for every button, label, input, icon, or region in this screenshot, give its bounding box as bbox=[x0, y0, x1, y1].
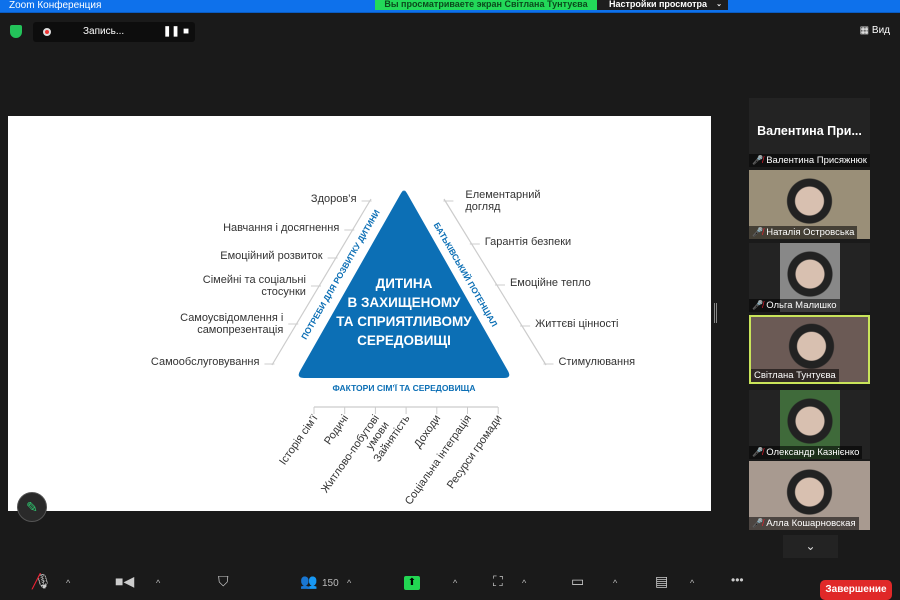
recording-bar: Запись... ❚❚ ■ bbox=[33, 22, 195, 42]
mic-muted-icon: 🎤̸ bbox=[752, 518, 764, 528]
view-options-label: Настройки просмотра bbox=[609, 0, 708, 9]
scroll-participants-down-button[interactable]: ⌄ bbox=[783, 535, 838, 558]
bottom-side-label: ФАКТОРИ СІМ’Ї ТА СЕРЕДОВИЩА bbox=[333, 383, 476, 393]
right-bracket-line bbox=[443, 198, 547, 366]
view-label: Вид bbox=[871, 25, 890, 36]
participant-name: 🎤̸Валентина Присяжнюк bbox=[749, 154, 870, 167]
center-text-line: СЕРЕДОВИЩІ bbox=[357, 333, 451, 348]
audio-options-chevron[interactable]: ^ bbox=[66, 578, 71, 588]
center-text-line: ТА СПРИЯТЛИВОМУ bbox=[336, 314, 472, 329]
participant-name-label: Ольга Малишко bbox=[766, 300, 837, 311]
more-icon[interactable]: ••• bbox=[731, 573, 744, 587]
triangle bbox=[298, 190, 510, 378]
participant-name-label: Валентина Присяжнюк bbox=[766, 155, 867, 166]
participant-tile[interactable]: Світлана Тунтуєва bbox=[749, 315, 870, 384]
record-icon bbox=[43, 28, 51, 36]
participant-name-label: Світлана Тунтуєва bbox=[754, 370, 836, 381]
participant-name: 🎤̸Ольга Малишко bbox=[749, 299, 840, 312]
view-options-button[interactable]: Настройки просмотра ⌄ bbox=[597, 0, 728, 10]
meeting-toolbar: 🎙╱ ^ ■◀ ^ ⛉ 👥 150 ^ ^ ⛶ ^ ▭ ^ ▤ ^ ••• bbox=[0, 565, 900, 600]
shared-slide: ДИТИНА В ЗАХИЩЕНОМУ ТА СПРИЯТЛИВОМУ СЕРЕДОВ… bbox=[8, 116, 711, 511]
security-icon[interactable]: ⛉ bbox=[218, 573, 229, 589]
video-camera-icon[interactable]: ■◀ bbox=[115, 573, 135, 589]
notes-icon[interactable]: ▤ bbox=[655, 573, 669, 589]
notes-chevron[interactable]: ^ bbox=[690, 578, 695, 588]
participant-name-label: Алла Кошарновская bbox=[766, 518, 856, 529]
participants-count: 150 bbox=[322, 578, 339, 589]
participant-name-label: Олександр Казнієнко bbox=[766, 447, 860, 458]
security-shield-icon[interactable] bbox=[10, 25, 22, 38]
bottom-item: Родичі bbox=[322, 413, 351, 447]
screen-chevron[interactable]: ^ bbox=[613, 578, 618, 588]
bottom-item-group: Родичі bbox=[322, 413, 351, 447]
video-options-chevron[interactable]: ^ bbox=[156, 578, 161, 588]
right-item: Гарантія безпеки bbox=[485, 236, 571, 248]
annotate-pen-button[interactable]: ✎ bbox=[17, 492, 47, 522]
view-button[interactable]: ▦ Вид bbox=[859, 25, 890, 36]
participant-tile[interactable]: 🎤̸Олександр Казнієнко bbox=[749, 390, 870, 459]
participant-tile[interactable]: 🎤̸Ольга Малишко bbox=[749, 243, 870, 312]
left-item: Самообслуговування bbox=[151, 356, 260, 368]
right-item: Емоційне тепло bbox=[510, 277, 591, 289]
participant-tile[interactable]: 🎤̸Наталія Островська bbox=[749, 170, 870, 239]
participant-tile[interactable]: 🎤̸Алла Кошарновская bbox=[749, 461, 870, 530]
participant-name: 🎤̸Наталія Островська bbox=[749, 226, 858, 239]
participant-tile[interactable]: Валентина При... 🎤̸Валентина Присяжнюк bbox=[749, 98, 870, 167]
share-screen-button[interactable]: ⬆ bbox=[404, 576, 420, 590]
screen-icon[interactable]: ▭ bbox=[571, 573, 585, 589]
mic-muted-icon: 🎤̸ bbox=[752, 227, 764, 237]
stop-recording-button[interactable]: ■ bbox=[183, 26, 190, 37]
reactions-icon[interactable]: ⛶ bbox=[493, 573, 503, 589]
share-options-chevron[interactable]: ^ bbox=[453, 578, 458, 588]
participant-name: 🎤̸Олександр Казнієнко bbox=[749, 446, 863, 459]
mic-muted-icon: 🎤̸ bbox=[752, 447, 764, 457]
end-meeting-button[interactable]: Завершение bbox=[820, 580, 892, 600]
window-title: Zoom Конференция bbox=[9, 0, 102, 11]
participants-icon[interactable]: 👥 bbox=[300, 573, 318, 589]
bottom-item-group: Ресурси громади bbox=[445, 413, 505, 491]
mic-muted-icon[interactable]: 🎙╱ bbox=[32, 573, 52, 589]
triangle-diagram: ДИТИНА В ЗАХИЩЕНОМУ ТА СПРИЯТЛИВОМУ СЕРЕДОВ… bbox=[151, 189, 635, 507]
center-text-line: В ЗАХИЩЕНОМУ bbox=[347, 295, 461, 310]
right-item: Життєві цінності bbox=[535, 318, 618, 330]
pause-recording-button[interactable]: ❚❚ bbox=[163, 26, 180, 37]
reactions-chevron[interactable]: ^ bbox=[522, 578, 527, 588]
chevron-down-icon: ⌄ bbox=[716, 1, 722, 8]
bottom-item: Доходи bbox=[412, 413, 443, 451]
center-text-line: ДИТИНА bbox=[376, 276, 433, 291]
participant-name: Світлана Тунтуєва bbox=[751, 369, 839, 382]
left-item: Емоційний розвиток bbox=[220, 250, 323, 262]
panel-resize-handle[interactable] bbox=[714, 303, 717, 323]
right-item: Стимулювання bbox=[558, 356, 635, 368]
bottom-item: Історія сім’ї bbox=[277, 413, 320, 468]
left-bracket-line bbox=[271, 198, 372, 366]
left-item: Здоров’я bbox=[311, 193, 357, 205]
mic-muted-icon: 🎤̸ bbox=[752, 300, 764, 310]
bottom-item: Ресурси громади bbox=[445, 413, 505, 491]
recording-label: Запись... bbox=[83, 26, 125, 37]
participant-name-label: Наталія Островська bbox=[766, 227, 855, 238]
featured-participant-name: Валентина При... bbox=[757, 124, 862, 138]
participant-name: 🎤̸Алла Кошарновская bbox=[749, 517, 859, 530]
bottom-item-group: Історія сім’ї bbox=[277, 413, 320, 468]
participants-chevron[interactable]: ^ bbox=[347, 578, 352, 588]
mic-muted-icon: 🎤̸ bbox=[752, 155, 764, 165]
left-item: Навчання і досягнення bbox=[223, 222, 339, 234]
screen-share-banner: Вы просматриваете экран Світлана Тунтуєв… bbox=[375, 0, 597, 10]
bottom-item-group: Доходи bbox=[412, 413, 443, 451]
